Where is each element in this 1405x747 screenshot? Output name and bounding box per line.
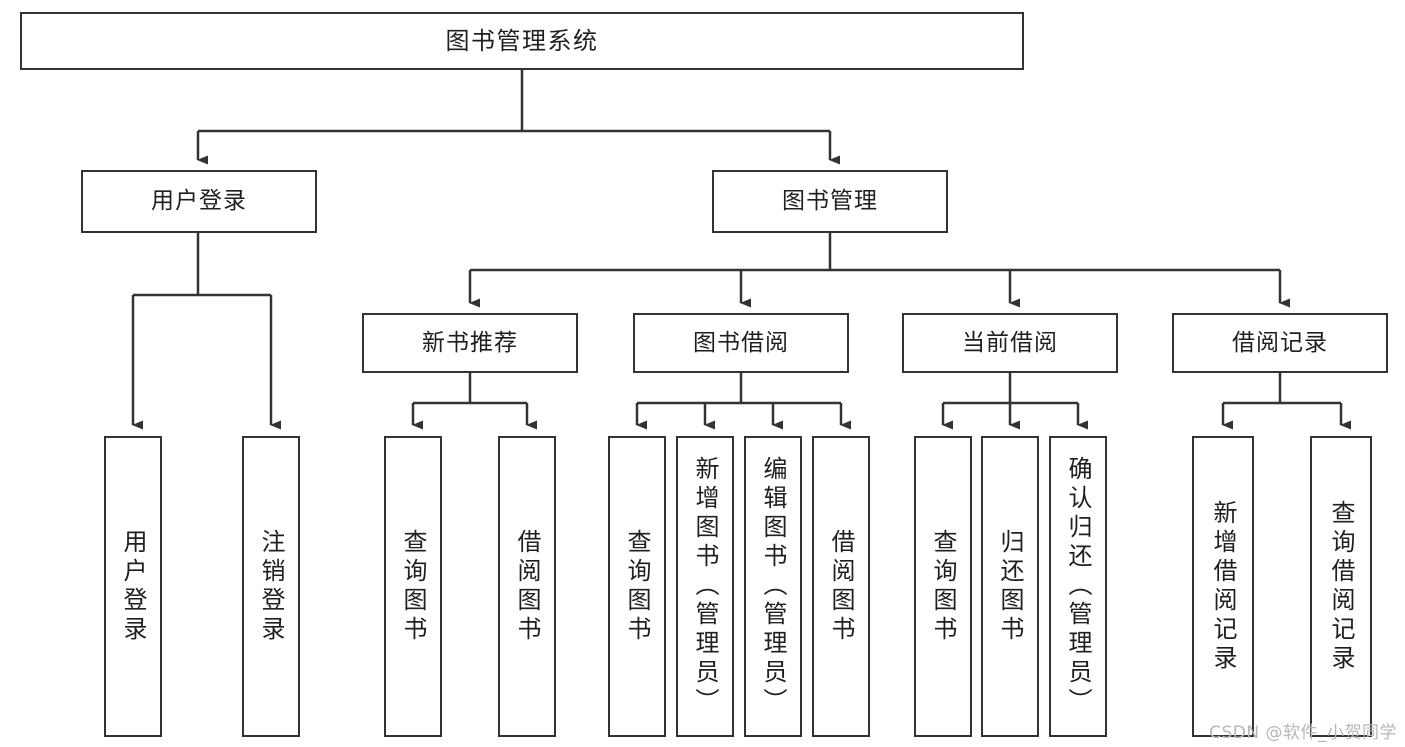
node-borrow-record-label: 借阅记录	[1232, 329, 1328, 356]
watermark: CSDN @软件_小贺同学	[1209, 723, 1397, 743]
leaf-current-borrow-2-label: 确认归还（管理员）	[1064, 456, 1092, 717]
leaf-new-book-recommend-0[interactable]: 查询图书	[384, 436, 442, 737]
leaf-borrow-record-0[interactable]: 新增借阅记录	[1192, 436, 1254, 737]
node-root[interactable]: 图书管理系统	[20, 12, 1024, 70]
node-book-borrow-label: 图书借阅	[693, 329, 789, 356]
leaf-current-borrow-2[interactable]: 确认归还（管理员）	[1049, 436, 1107, 737]
leaf-book-borrow-1-label: 新增图书（管理员）	[691, 456, 719, 717]
node-user-login[interactable]: 用户登录	[81, 170, 317, 233]
leaf-current-borrow-0[interactable]: 查询图书	[914, 436, 972, 737]
leaf-borrow-record-1-label: 查询借阅记录	[1327, 499, 1355, 674]
leaf-current-borrow-1-label: 归还图书	[996, 528, 1024, 645]
node-book-manage-label: 图书管理	[782, 188, 878, 214]
node-new-book-recommend[interactable]: 新书推荐	[362, 313, 578, 373]
leaf-book-borrow-1[interactable]: 新增图书（管理员）	[676, 436, 734, 737]
leaf-borrow-record-1[interactable]: 查询借阅记录	[1310, 436, 1372, 737]
leaf-book-borrow-0[interactable]: 查询图书	[608, 436, 666, 737]
leaf-user-login-1-label: 注销登录	[257, 528, 285, 645]
leaf-book-borrow-3-label: 借阅图书	[827, 528, 855, 645]
leaf-book-borrow-2[interactable]: 编辑图书（管理员）	[744, 436, 802, 737]
node-book-borrow[interactable]: 图书借阅	[633, 313, 849, 373]
node-current-borrow-label: 当前借阅	[962, 329, 1058, 356]
leaf-new-book-recommend-1-label: 借阅图书	[513, 528, 541, 645]
node-current-borrow[interactable]: 当前借阅	[902, 313, 1118, 373]
leaf-borrow-record-0-label: 新增借阅记录	[1209, 499, 1237, 674]
node-borrow-record[interactable]: 借阅记录	[1172, 313, 1388, 373]
node-book-manage[interactable]: 图书管理	[712, 170, 948, 233]
node-root-label: 图书管理系统	[445, 27, 599, 55]
leaf-book-borrow-3[interactable]: 借阅图书	[812, 436, 870, 737]
leaf-book-borrow-2-label: 编辑图书（管理员）	[759, 456, 787, 717]
node-user-login-label: 用户登录	[151, 188, 247, 214]
leaf-user-login-1[interactable]: 注销登录	[242, 436, 300, 737]
leaf-user-login-0-label: 用户登录	[119, 528, 147, 645]
leaf-new-book-recommend-0-label: 查询图书	[399, 528, 427, 645]
leaf-current-borrow-0-label: 查询图书	[929, 528, 957, 645]
leaf-user-login-0[interactable]: 用户登录	[104, 436, 162, 737]
leaf-new-book-recommend-1[interactable]: 借阅图书	[498, 436, 556, 737]
leaf-book-borrow-0-label: 查询图书	[623, 528, 651, 645]
leaf-current-borrow-1[interactable]: 归还图书	[981, 436, 1039, 737]
node-new-book-recommend-label: 新书推荐	[422, 329, 518, 356]
